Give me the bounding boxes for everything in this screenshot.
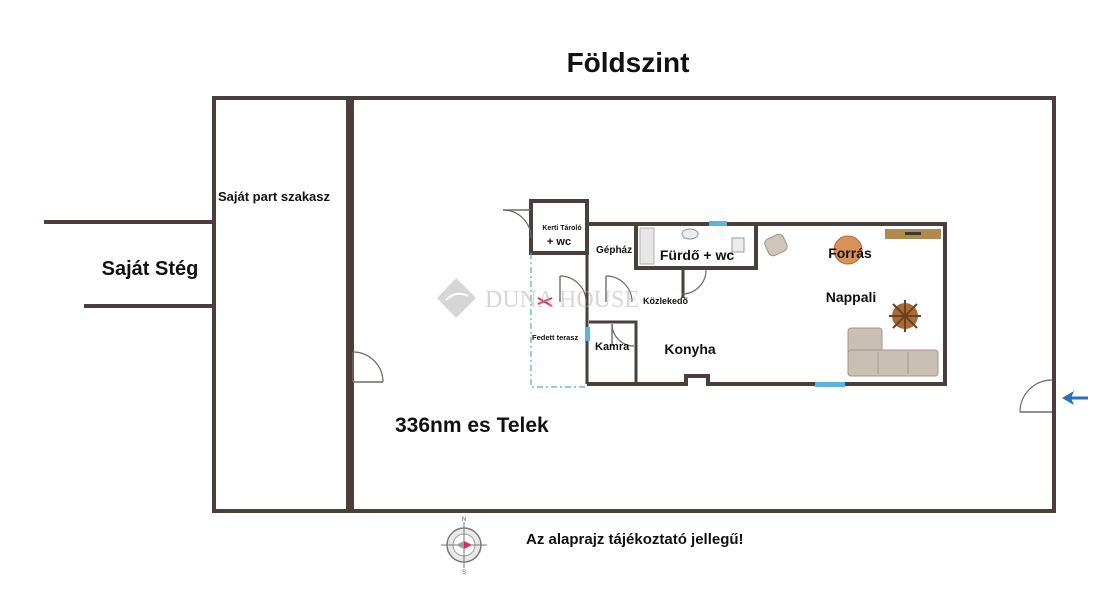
garden-storage-label: Kerti Tároló [542,225,581,232]
window-icon [815,382,845,387]
stairs-marker-icon [537,297,553,307]
entrance-arrow-icon [1062,391,1088,405]
armchair-icon [764,233,788,257]
watermark: DUNA HOUSE [437,278,639,318]
plant-icon [889,300,921,332]
spring-label: Forrás [828,245,872,261]
jetty-label: Saját Stég [102,258,199,280]
spring-icon [833,235,863,265]
compass-icon: N S [441,517,487,576]
compass-south: S [462,570,466,576]
window-icon [585,327,590,341]
hallway-door-icon [605,275,633,303]
sofa-icon [847,327,939,377]
kitchen-label: Konyha [664,341,716,357]
toilet-icon [681,228,699,240]
house [529,199,947,386]
plot-label: 336nm es Telek [395,414,549,437]
pantry-label: Kamra [595,341,630,353]
entrance-door-icon [1019,379,1053,413]
plot-outline [212,96,1056,513]
bathroom-door-icon [681,269,707,295]
compass-north: N [462,517,466,523]
watermark-text: DUNA HOUSE [485,287,639,313]
page-title: Földszint [567,47,690,78]
pantry-door-icon [611,323,635,347]
gate-door-icon [352,351,384,383]
hallway-label: Közlekedő [643,296,689,306]
covered-terrace-label: Fedett terasz [532,333,579,342]
garden-storage-wc-label: + wc [547,236,571,248]
window-icon [709,221,727,226]
shower-icon [639,227,655,265]
shore-label: Saját part szakasz [218,189,331,204]
jetty [44,220,214,308]
covered-terrace-outline [530,253,587,388]
machine-room-label: Gépház [596,245,632,256]
storage-door-icon [502,209,532,239]
disclaimer: Az alaprajz tájékoztató jellegű! [526,531,744,548]
terrace-door-icon [559,275,587,303]
bathroom-label: Fürdő + wc [660,247,735,263]
living-room-label: Nappali [826,289,877,305]
sink-icon [731,237,745,253]
tv-shelf-icon [885,229,941,239]
